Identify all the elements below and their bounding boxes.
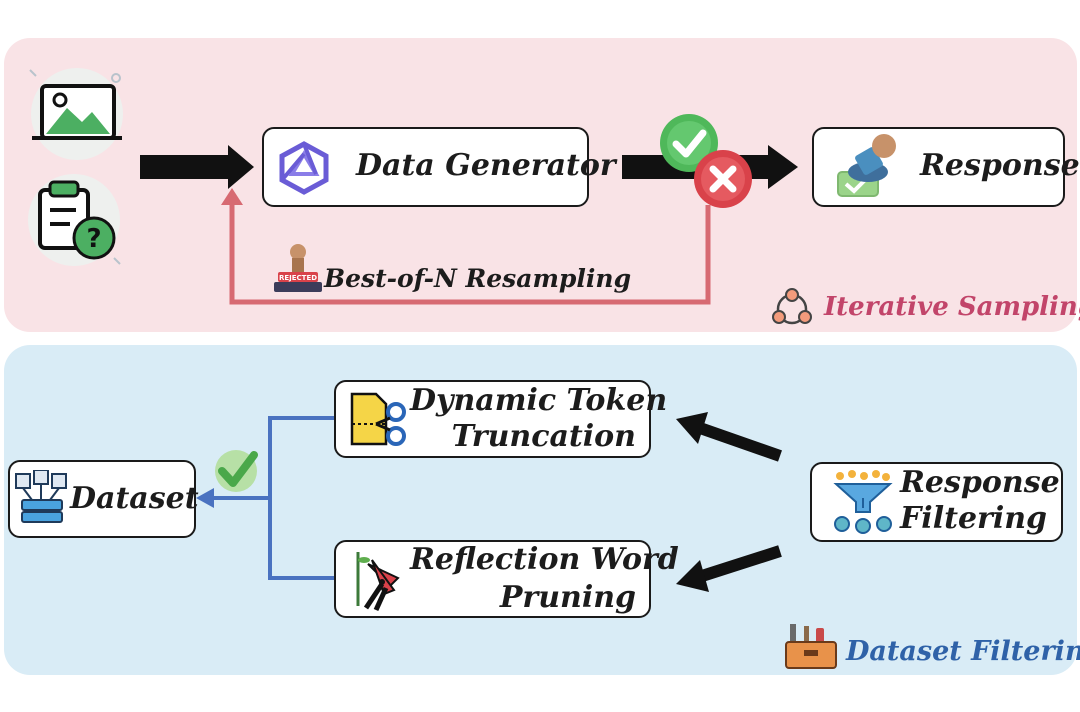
toolbox-icon bbox=[784, 622, 838, 670]
funnel-filter-icon bbox=[830, 468, 896, 534]
iterative-sampling-label: Iterative Sampling bbox=[824, 292, 1080, 322]
response-label: Response bbox=[920, 148, 1080, 183]
filter-to-pruning-arrow bbox=[676, 545, 782, 592]
cross-icon bbox=[692, 148, 754, 210]
cycle-icon bbox=[770, 287, 814, 331]
qwen-logo-icon bbox=[276, 140, 332, 196]
svg-text:REJECTED: REJECTED bbox=[279, 274, 317, 282]
scissors-document-icon bbox=[346, 390, 410, 450]
image-icon bbox=[22, 64, 132, 164]
response-filtering-label-2: Filtering bbox=[900, 501, 1048, 536]
resampling-label: Best-of-N Resampling bbox=[324, 264, 632, 293]
reflection-word-pruning-label-2: Pruning bbox=[499, 580, 636, 615]
check-icon bbox=[658, 112, 720, 174]
filter-to-truncation-arrow bbox=[676, 412, 782, 462]
svg-text:?: ? bbox=[86, 224, 101, 254]
approval-stamp-icon bbox=[834, 132, 904, 202]
dynamic-token-truncation-label-2: Truncation bbox=[451, 419, 636, 454]
data-generator-label: Data Generator bbox=[356, 148, 616, 183]
rejected-stamp-icon: REJECTED bbox=[270, 242, 326, 298]
data-generator-box bbox=[262, 127, 589, 207]
dynamic-token-truncation-label-1: Dynamic Token bbox=[410, 383, 668, 418]
dataset-label: Dataset bbox=[70, 481, 199, 516]
check-icon bbox=[210, 443, 262, 495]
merge-to-dataset-arrow bbox=[196, 416, 335, 580]
reflection-word-pruning-label-1: Reflection Word bbox=[410, 542, 679, 577]
response-filtering-label-1: Response bbox=[900, 465, 1060, 500]
input-arrow bbox=[140, 145, 254, 189]
clipboard-question-icon: ? bbox=[18, 170, 130, 270]
resampling-loop-arrow bbox=[221, 188, 711, 305]
database-icon bbox=[14, 469, 70, 528]
dataset-filtering-label: Dataset Filtering bbox=[846, 636, 1080, 667]
pruning-shears-icon bbox=[346, 548, 410, 612]
